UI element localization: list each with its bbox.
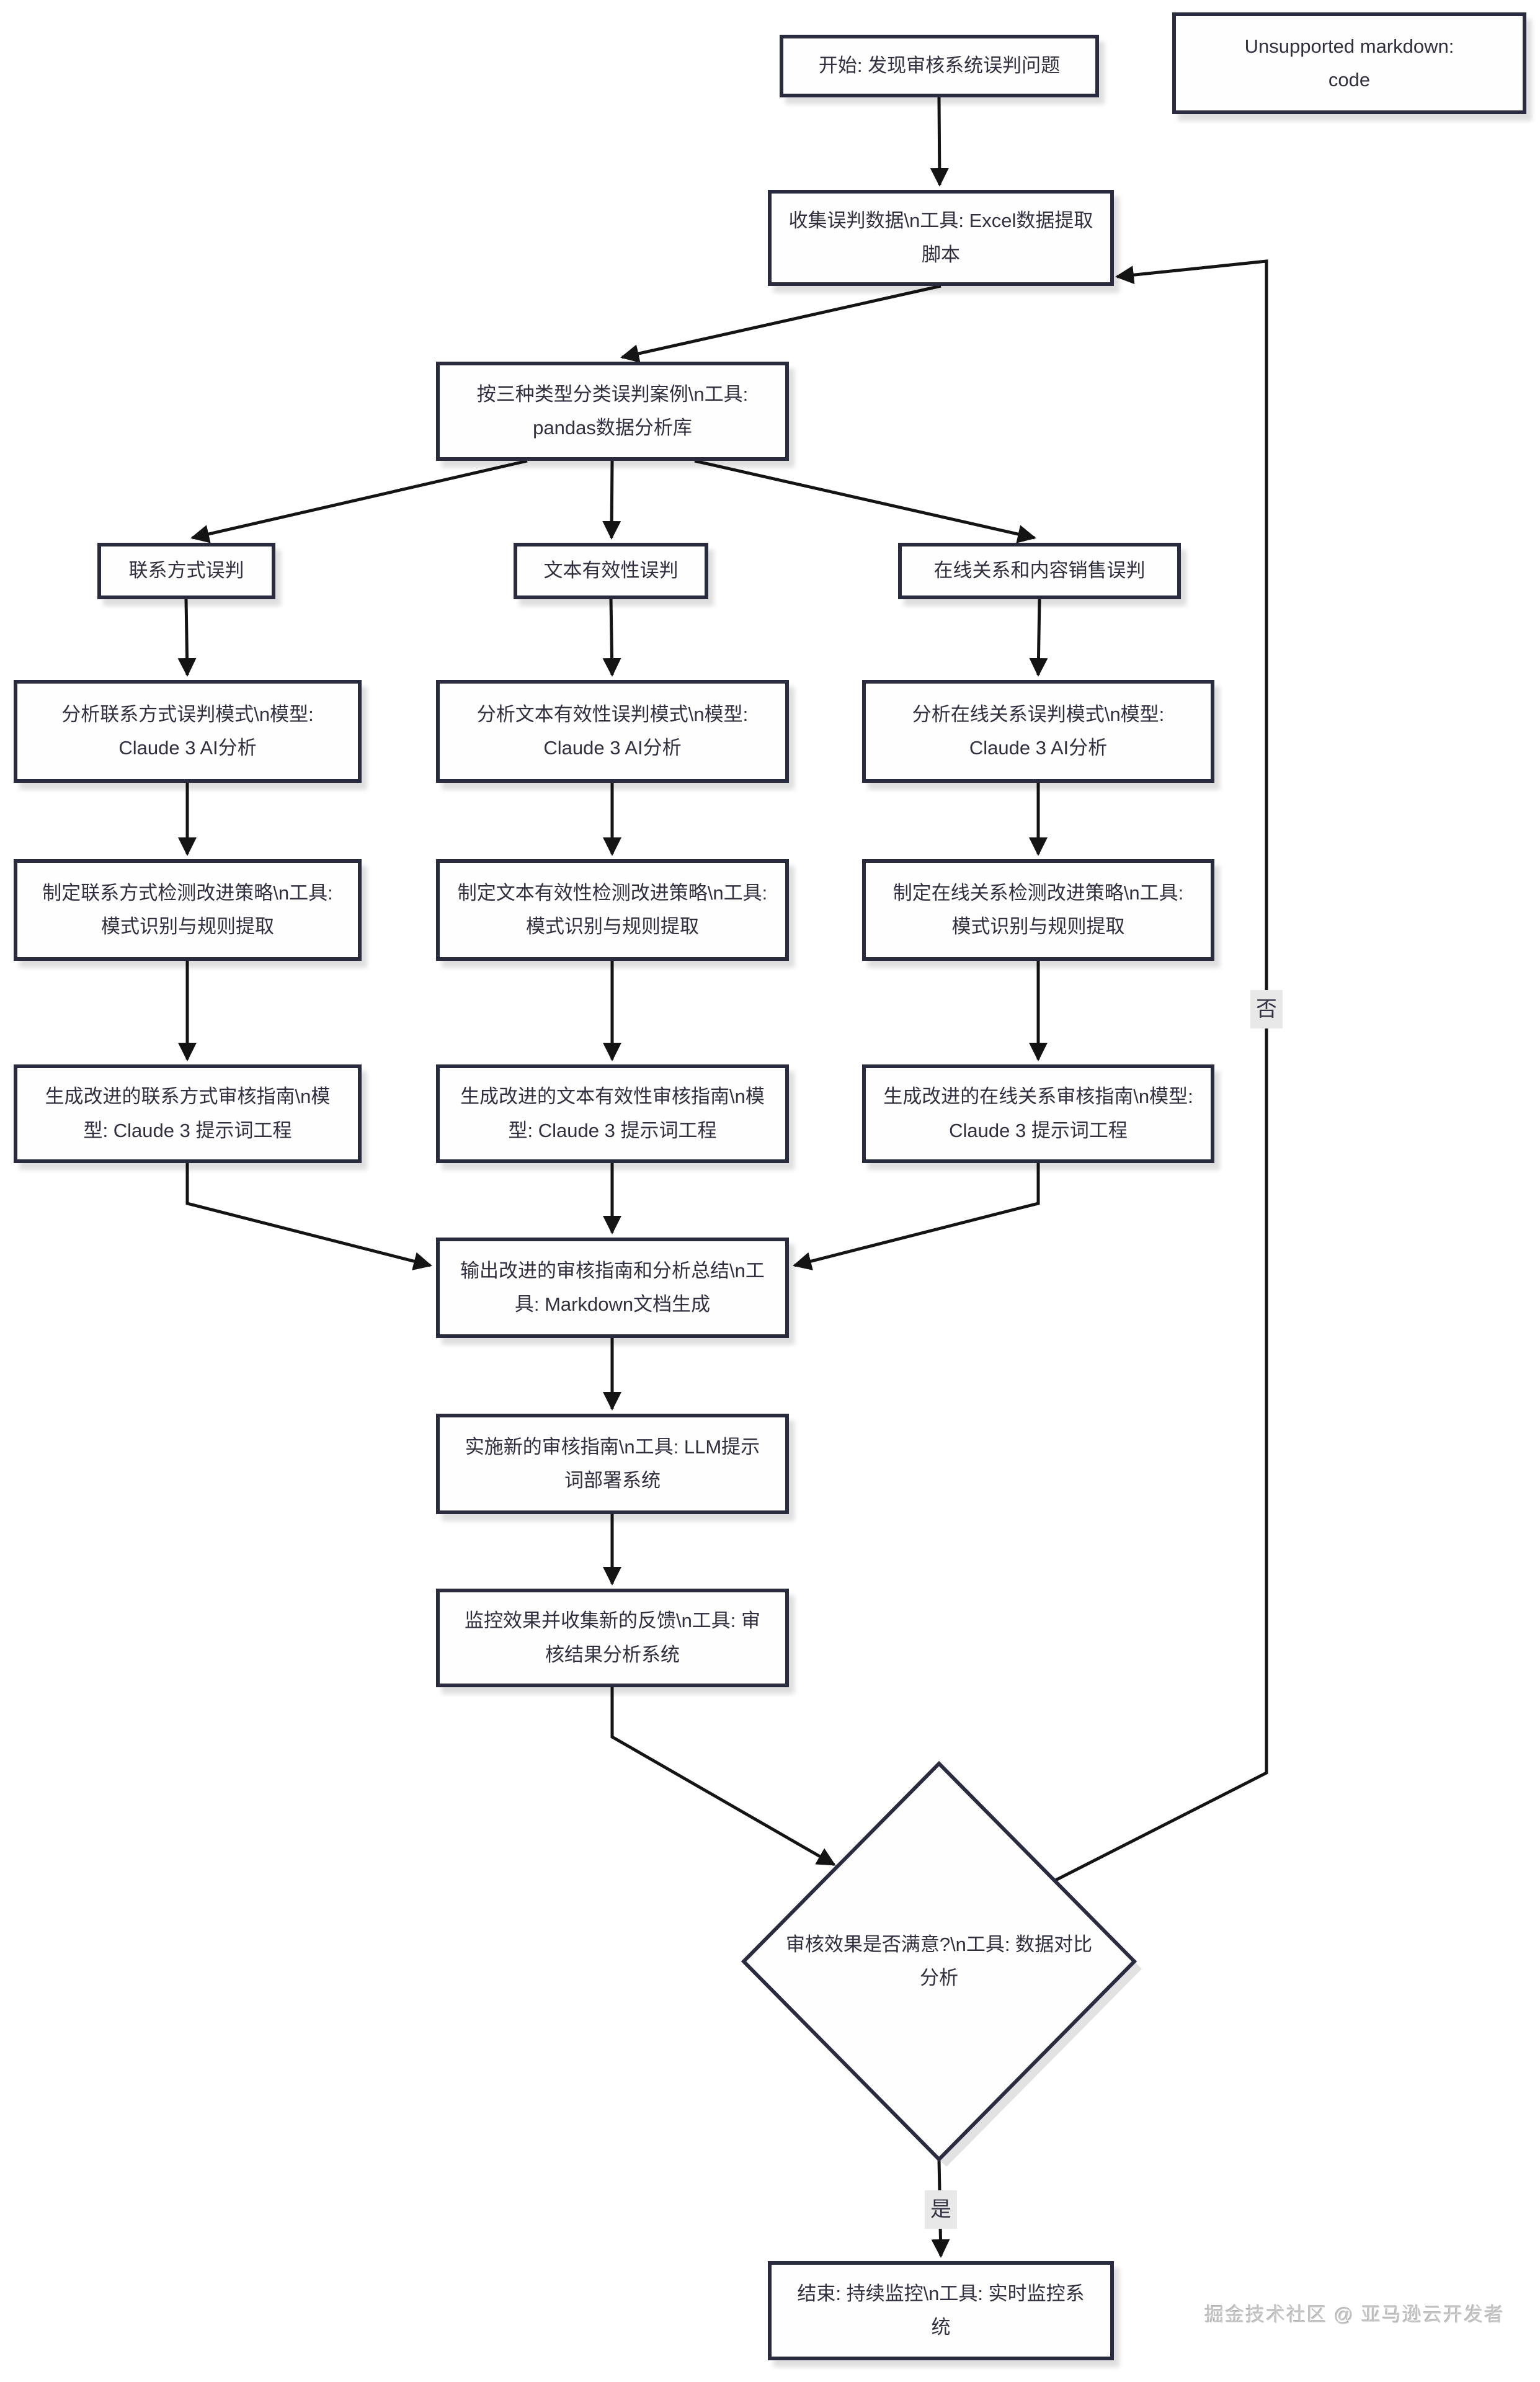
node-strategy-online-relation: 制定在线关系检测改进策略\n工具: 模式识别与规则提取: [862, 859, 1214, 961]
node-collect-data: 收集误判数据\n工具: Excel数据提取脚本: [768, 190, 1114, 286]
node-category-online-relation: 在线关系和内容销售误判: [898, 543, 1181, 599]
flow-edge: [177, 599, 197, 677]
flow-edge: [185, 1163, 432, 1270]
node-strategy-contact: 制定联系方式检测改进策略\n工具: 模式识别与规则提取: [14, 859, 362, 961]
node-guide-contact: 生成改进的联系方式审核指南\n模型: Claude 3 提示词工程: [14, 1064, 362, 1163]
node-guide-online-relation: 生成改进的在线关系审核指南\n模型: Claude 3 提示词工程: [862, 1064, 1214, 1163]
node-analyze-contact: 分析联系方式误判模式\n模型: Claude 3 AI分析: [14, 680, 362, 783]
node-analyze-online-relation: 分析在线关系误判模式\n模型: Claude 3 AI分析: [862, 680, 1214, 783]
node-decision-label: 审核效果是否满意?\n工具: 数据对比分析: [785, 1933, 1093, 1989]
node-unsupported-markdown: Unsupported markdown: code: [1172, 12, 1526, 114]
node-output-guides: 输出改进的审核指南和分析总结\n工具: Markdown文档生成: [436, 1238, 789, 1338]
flow-edge: [610, 1687, 836, 1867]
node-guide-text-validity: 生成改进的文本有效性审核指南\n模型: Claude 3 提示词工程: [436, 1064, 789, 1163]
node-end: 结束: 持续监控\n工具: 实时监控系统: [768, 2261, 1114, 2360]
flow-edge: [190, 459, 528, 543]
flow-edge: [694, 459, 1036, 543]
flow-edge: [793, 1163, 1040, 1270]
node-category-text-validity: 文本有效性误判: [514, 543, 708, 599]
edge-label-yes: 是: [925, 2190, 957, 2229]
node-start: 开始: 发现审核系统误判问题: [780, 35, 1099, 97]
flow-edge: [1029, 599, 1048, 677]
node-classify-cases: 按三种类型分类误判案例\n工具: pandas数据分析库: [436, 362, 789, 461]
node-implement-guides: 实施新的审核指南\n工具: LLM提示词部署系统: [436, 1414, 789, 1514]
flow-edge: [930, 97, 949, 187]
edge-label-no: 否: [1250, 990, 1283, 1028]
flow-edge: [620, 284, 941, 363]
decision-diamond: [741, 1760, 1137, 2162]
node-category-contact: 联系方式误判: [97, 543, 275, 599]
node-monitor-feedback: 监控效果并收集新的反馈\n工具: 审核结果分析系统: [436, 1589, 789, 1687]
node-strategy-text-validity: 制定文本有效性检测改进策略\n工具: 模式识别与规则提取: [436, 859, 789, 961]
flow-edge: [602, 599, 621, 677]
node-analyze-text-validity: 分析文本有效性误判模式\n模型: Claude 3 AI分析: [436, 680, 789, 783]
watermark: 掘金技术社区 @ 亚马逊云开发者: [1204, 2304, 1505, 2326]
